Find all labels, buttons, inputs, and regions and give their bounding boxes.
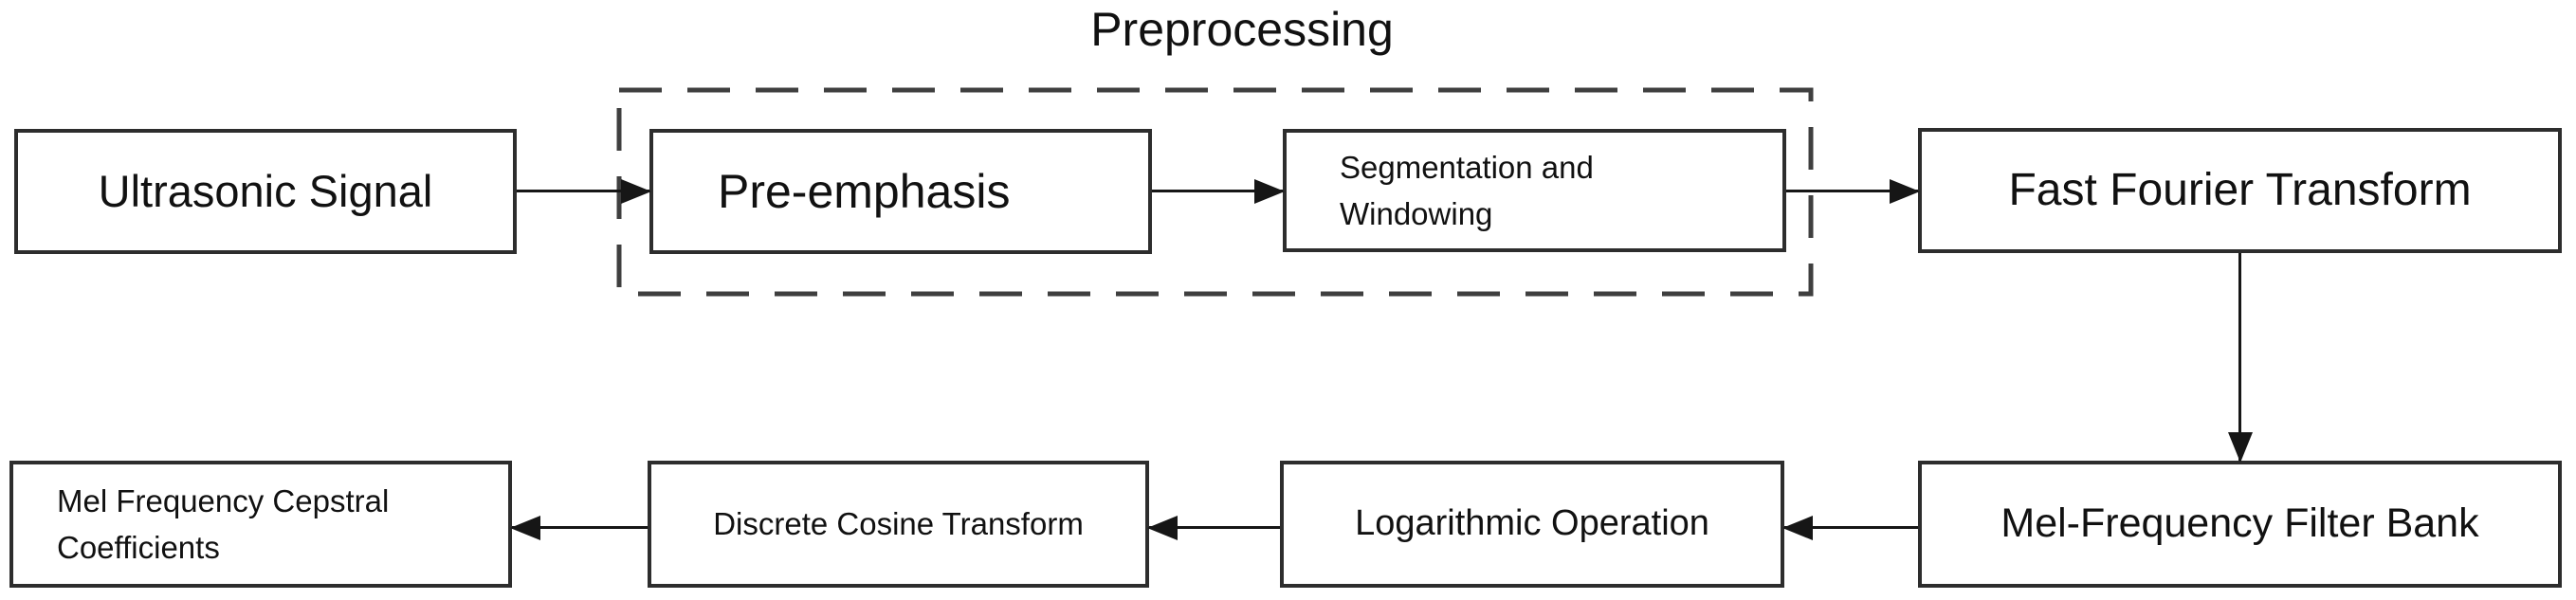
- node-label: Fast Fourier Transform: [2008, 165, 2472, 215]
- arrow-ultrasonic-to-preemphasis: [517, 178, 651, 204]
- arrow-preemphasis-to-segmentation: [1152, 178, 1285, 204]
- node-pre-emphasis: Pre-emphasis: [649, 129, 1152, 254]
- node-label: Discrete Cosine Transform: [713, 506, 1084, 542]
- arrow-segmentation-to-fft: [1786, 178, 1920, 204]
- arrowhead-right-icon: [1890, 178, 1920, 204]
- node-logarithmic-operation: Logarithmic Operation: [1280, 461, 1784, 588]
- node-label: Pre-emphasis: [718, 164, 1011, 218]
- node-label: Segmentation and Windowing: [1340, 144, 1594, 238]
- node-label: Ultrasonic Signal: [98, 165, 433, 216]
- node-mel-frequency-cepstral-coefficients: Mel Frequency Cepstral Coefficients: [9, 461, 512, 588]
- node-label: Mel Frequency Cepstral Coefficients: [57, 478, 389, 572]
- arrowhead-right-icon: [621, 178, 651, 204]
- node-label-line-1: Segmentation and: [1340, 149, 1594, 185]
- node-label: Mel-Frequency Filter Bank: [2001, 500, 2479, 547]
- arrowhead-right-icon: [1254, 178, 1285, 204]
- node-segmentation-and-windowing: Segmentation and Windowing: [1283, 129, 1786, 252]
- arrow-logarithmic-to-dct: [1147, 515, 1280, 540]
- arrowhead-left-icon: [1782, 515, 1813, 540]
- node-mel-frequency-filter-bank: Mel-Frequency Filter Bank: [1918, 461, 2562, 588]
- arrow-fft-to-filterbank: [2227, 253, 2253, 463]
- node-label-line-2: Windowing: [1340, 196, 1493, 231]
- node-label: Logarithmic Operation: [1355, 503, 1709, 544]
- arrow-filterbank-to-logarithmic: [1782, 515, 1918, 540]
- node-discrete-cosine-transform: Discrete Cosine Transform: [648, 461, 1149, 588]
- arrowhead-down-icon: [2227, 432, 2253, 463]
- arrowhead-left-icon: [510, 515, 540, 540]
- arrowhead-left-icon: [1147, 515, 1178, 540]
- node-fast-fourier-transform: Fast Fourier Transform: [1918, 128, 2562, 253]
- preprocessing-group-title: Preprocessing: [1090, 3, 1394, 56]
- node-ultrasonic-signal: Ultrasonic Signal: [14, 129, 517, 254]
- arrow-dct-to-mfcc: [510, 515, 648, 540]
- node-label-line-1: Mel Frequency Cepstral: [57, 482, 390, 518]
- node-label-line-2: Coefficients: [57, 530, 220, 565]
